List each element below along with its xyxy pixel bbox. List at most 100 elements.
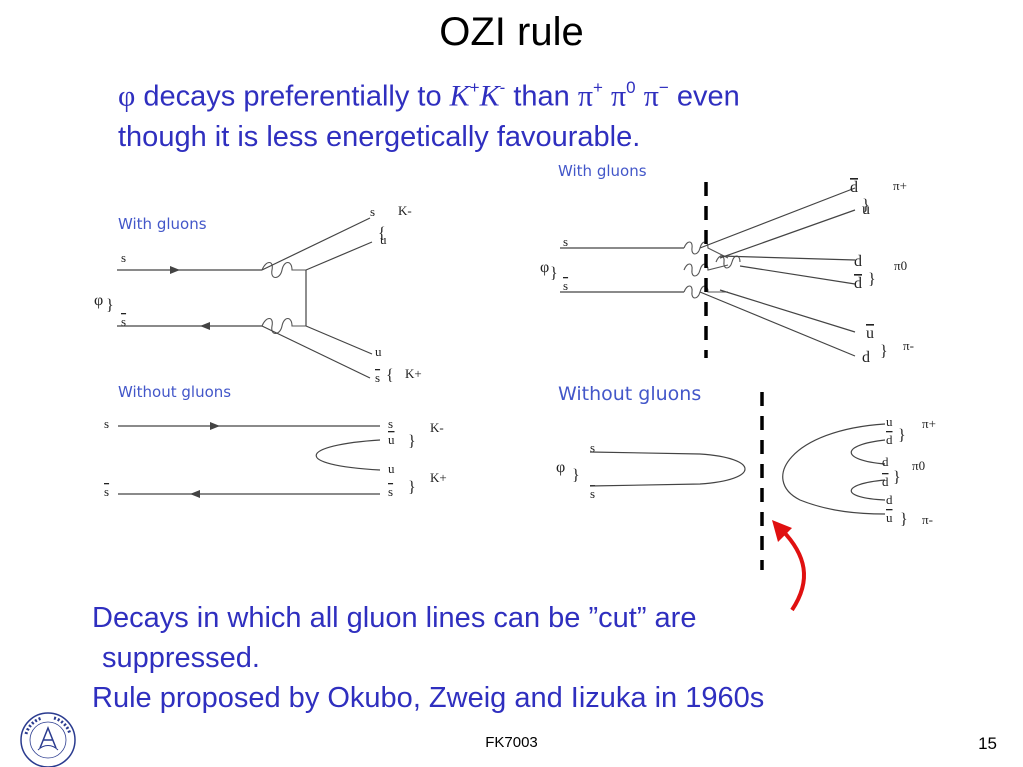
kaon-symbol: K — [449, 79, 470, 113]
left-nog-s-label: s — [104, 416, 109, 431]
left-bottom-u-label: u — [375, 344, 382, 359]
phi-symbol: φ — [118, 79, 136, 113]
left-top-u-label: u — [380, 232, 387, 247]
left-nog-sbar-bottom: s — [388, 484, 393, 499]
left-s-label: s — [121, 250, 126, 265]
university-logo — [20, 712, 76, 767]
right-dbar-top: d — [850, 179, 858, 196]
right-dbar-mid: d — [854, 275, 862, 292]
left-phi-brace: } — [106, 297, 114, 314]
caption-line-3: Rule proposed by Okubo, Zweig and Iizuka… — [92, 682, 765, 714]
right-nog-phi-brace: } — [572, 467, 580, 484]
left-nog-s-top: s — [388, 416, 393, 431]
red-arrow-head — [772, 520, 792, 542]
right-nog-d-bottom: d — [886, 492, 893, 507]
pion-zero-charge: 0 — [626, 78, 636, 97]
pion-plus-charge: + — [593, 78, 603, 97]
right-nog-pizero-label: π0 — [912, 458, 925, 473]
left-lower-u-out — [305, 325, 373, 355]
left-kminus-brace: { — [378, 225, 386, 242]
right-phi-label: φ — [540, 259, 549, 276]
intro-line-2: though it is less energetically favourab… — [118, 120, 641, 153]
left-with-gluons-label: With gluons — [118, 215, 207, 233]
right-d-mid: d — [854, 253, 862, 270]
right-nog-s-label: s — [590, 440, 595, 455]
right-s-label: s — [563, 234, 568, 249]
left-nog-ubar-top: u — [388, 432, 395, 447]
caption-line-1: Decays in which all gluon lines can be ”… — [92, 602, 697, 634]
intro-text: φ decays preferentially to K+K- than π+ … — [118, 70, 938, 157]
right-nog-dbar-mid: d — [882, 474, 889, 489]
right-nog-sbar-label: s — [590, 486, 595, 501]
right-piplus-label: π+ — [893, 178, 907, 193]
right-line-5 — [719, 289, 856, 333]
kaon-charge-plus: + — [469, 78, 480, 97]
footer-course-code: FK7003 — [485, 734, 538, 751]
left-with-gluons-diagram: With gluons φ } s s s u { K- u s { K+ — [94, 203, 422, 385]
red-arrow-shaft — [780, 528, 807, 612]
right-line-4 — [739, 265, 856, 285]
left-sbar-arrow — [200, 322, 210, 330]
right-nog-dbar-top: d — [886, 432, 893, 447]
left-kminus-label: K- — [398, 203, 412, 218]
kaon-charge-minus: - — [499, 78, 506, 97]
left-kplus-label: K+ — [405, 366, 422, 381]
right-sbar-label: s — [563, 278, 568, 293]
left-lower-gluon — [261, 317, 306, 335]
left-without-gluons-label: Without gluons — [118, 383, 231, 401]
left-upper-gluon — [261, 261, 306, 279]
right-nog-ubar-bottom: u — [886, 510, 893, 525]
page-number: 15 — [978, 734, 997, 753]
caption-line-2: suppressed. — [102, 642, 260, 674]
right-nog-piplus-label: π+ — [922, 416, 936, 431]
left-nog-kminus-label: K- — [430, 420, 444, 435]
left-nog-sbar-arrow — [190, 490, 200, 498]
pion-minus-symbol: π — [643, 79, 659, 113]
slide-title: OZI rule — [439, 10, 584, 54]
right-nog-piplus-brace: } — [898, 427, 906, 444]
right-without-gluons-diagram: Without gluons φ } s s u d } π+ d d } π0… — [556, 383, 936, 570]
right-nog-upper-loop — [850, 439, 886, 465]
left-upper-u-out — [305, 241, 373, 271]
intro-text-2: than — [505, 80, 578, 113]
intro-text-3: even — [668, 80, 740, 113]
pion-minus-charge: − — [658, 78, 669, 97]
left-s-arrow — [170, 266, 180, 274]
right-nog-piminus-brace: } — [900, 511, 908, 528]
right-nog-ssbar-loop — [589, 451, 746, 487]
right-piminus-brace: } — [880, 343, 888, 360]
left-nog-u-bottom: u — [388, 461, 395, 476]
left-nog-sbar-label: s — [104, 484, 109, 499]
left-nog-kplus-brace: } — [408, 479, 416, 496]
intro-text-1: decays preferentially to — [135, 80, 450, 113]
right-with-gluons-diagram: With gluons φ } s s d u } π+ d d } π0 u … — [540, 162, 914, 366]
left-nog-s-arrow — [210, 422, 220, 430]
right-nog-lower-loop — [850, 479, 886, 501]
kaon-symbol-2: K — [479, 79, 500, 113]
pion-plus-symbol: π — [577, 79, 594, 113]
left-kplus-brace: { — [386, 367, 394, 384]
right-piminus-label: π- — [903, 338, 914, 353]
left-upper-s-out — [261, 217, 371, 271]
right-nog-piminus-label: π- — [922, 512, 933, 527]
left-nog-kplus-label: K+ — [430, 470, 447, 485]
left-bottom-sbar-label: s — [375, 370, 380, 385]
right-phi-brace: } — [550, 265, 558, 282]
left-lower-sbar-out — [261, 325, 371, 379]
right-ubar-bottom: u — [866, 325, 874, 342]
right-line-1 — [699, 187, 856, 249]
left-without-gluons-diagram: Without gluons s s s u } K- u s } K+ — [104, 383, 447, 499]
left-nog-uubar-loop — [315, 439, 381, 471]
left-top-s-label: s — [370, 204, 375, 219]
right-with-gluons-label: With gluons — [558, 162, 647, 180]
right-line-2 — [719, 209, 856, 259]
right-d-bottom: d — [862, 349, 870, 366]
left-nog-kminus-brace: } — [408, 433, 416, 450]
left-phi-label: φ — [94, 292, 103, 309]
right-line-6 — [699, 291, 856, 357]
right-line-3 — [719, 255, 856, 261]
right-nog-pizero-brace: } — [893, 469, 901, 486]
right-pizero-label: π0 — [894, 258, 907, 273]
right-nog-phi-label: φ — [556, 459, 565, 476]
